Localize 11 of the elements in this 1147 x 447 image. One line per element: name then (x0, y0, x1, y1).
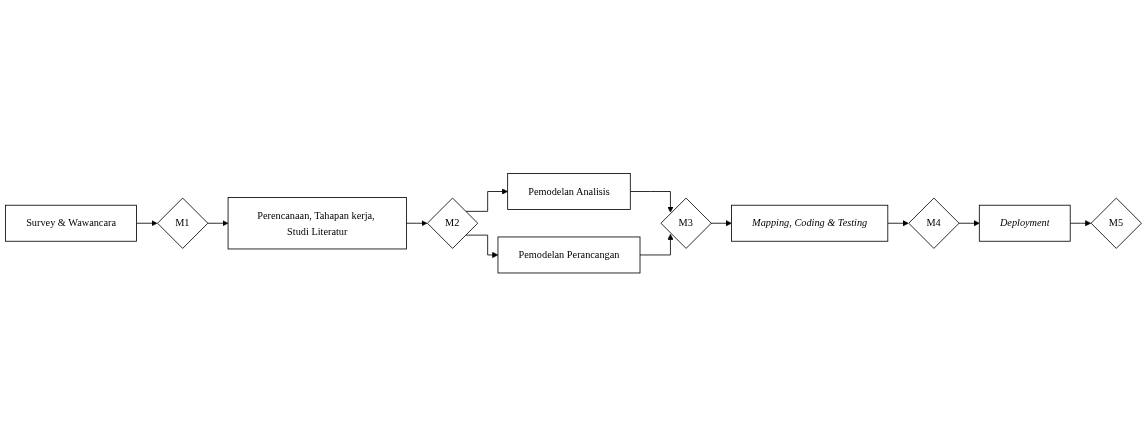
node-diamond: M5 (1090, 197, 1142, 250)
node-diamond: M2 (426, 197, 479, 250)
node-box: Pemodelan Analisis (507, 173, 631, 211)
node-diamond: M3 (660, 197, 712, 250)
node-box: Perencanaan, Tahapan kerja, Studi Literatur (227, 197, 407, 250)
node-diamond: M4 (908, 197, 960, 250)
node-box: Deployment (978, 205, 1071, 242)
node-box: Pemodelan Perancangan (497, 236, 641, 274)
node-box: Mapping, Coding & Testing (731, 205, 889, 242)
node-diamond: M1 (157, 197, 209, 250)
node-box: Survey & Wawancara (5, 205, 137, 242)
